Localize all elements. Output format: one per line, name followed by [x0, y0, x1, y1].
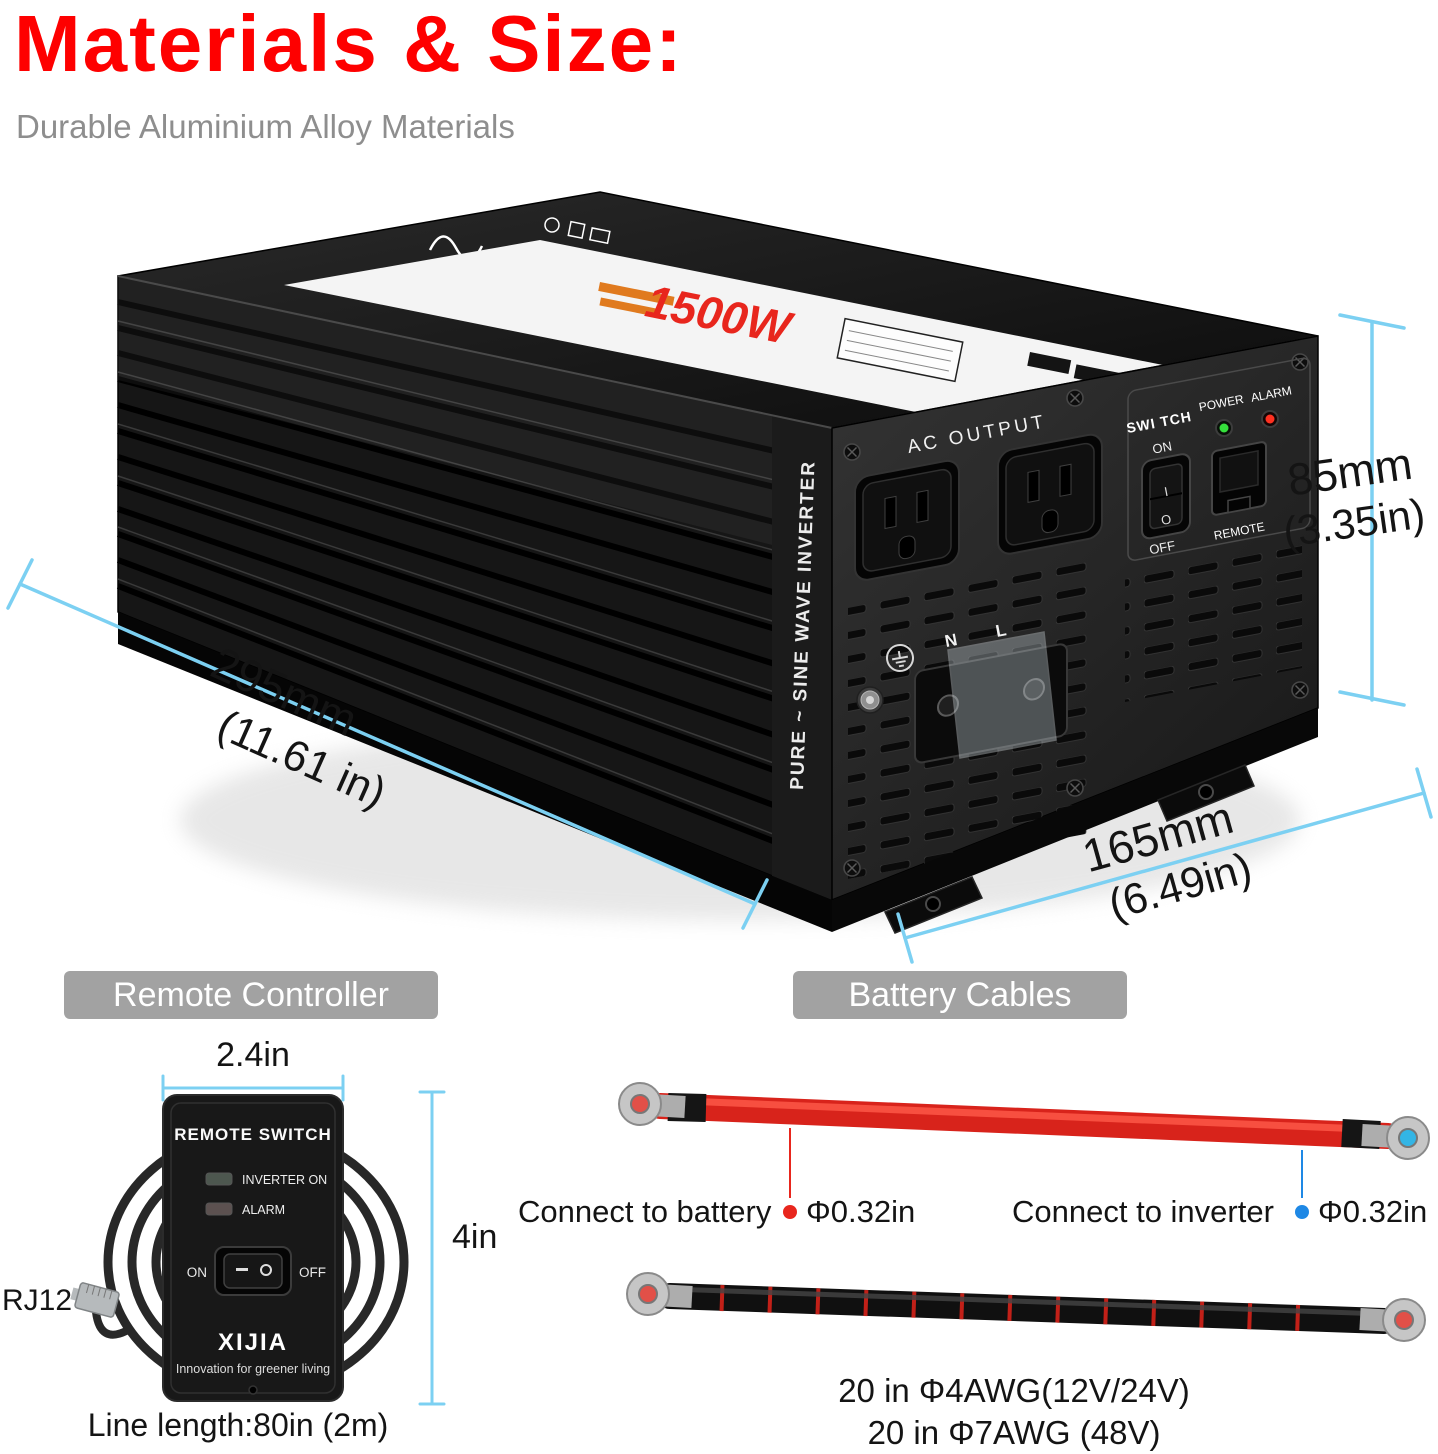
remote-height-dimension [418, 1090, 446, 1406]
ground-stud [856, 686, 884, 714]
rocker-switch [1141, 453, 1191, 540]
ring-terminal-inverter-end [1386, 1116, 1430, 1160]
remote-switch-device: REMOTE SWITCH INVERTER ON ALARM ON OFF X… [162, 1094, 344, 1402]
vent-field-right [1125, 541, 1302, 702]
dimension-height [1338, 313, 1406, 707]
screw-icon [843, 859, 861, 877]
switch-off-label: OFF [1148, 538, 1176, 558]
alarm-led-chip-label: ALARM [242, 1203, 285, 1217]
ac-outlet-1 [854, 459, 960, 581]
live-label: L [994, 620, 1008, 641]
page-title: Materials & Size: [14, 0, 684, 88]
stripe-fine-print [598, 282, 675, 318]
cable-spec-line1: 20 in Φ4AWG(12V/24V) [838, 1372, 1190, 1409]
terminal-block [914, 643, 1068, 764]
spec-sticker [836, 317, 964, 383]
certification-icons [544, 217, 611, 245]
remote-port [1211, 441, 1267, 516]
screw-icon [1066, 779, 1084, 797]
front-panel: AC OUTPUT [831, 335, 1319, 902]
remote-tagline: Innovation for greener living [176, 1362, 330, 1376]
ground-icon [886, 644, 914, 672]
connect-battery-label: Connect to battery [518, 1194, 772, 1229]
rocker-off-mark: O [1160, 511, 1173, 528]
red-dot-icon [783, 1205, 797, 1219]
remote-brand: XIJIA [218, 1329, 288, 1356]
ring-terminal-left [626, 1272, 670, 1316]
line-length-label: Line length:80in (2m) [88, 1407, 389, 1443]
power-led [1215, 419, 1233, 437]
battery-diameter-label: Φ0.32in [806, 1194, 915, 1229]
cable-end-labels: Connect to battery Φ0.32in Connect to in… [518, 1194, 1427, 1229]
rocker-on-mark: I [1163, 484, 1169, 499]
remote-mic-hole [248, 1385, 258, 1395]
battery-cables-title: Battery Cables [849, 976, 1072, 1014]
screw-icon [1291, 353, 1309, 371]
page-subtitle: Durable Aluminium Alloy Materials [16, 108, 515, 145]
ring-terminal-battery-end [618, 1082, 662, 1126]
switch-on-label: ON [1151, 438, 1173, 456]
switch-cluster-frame [1127, 357, 1311, 561]
remote-width-label: 2.4in [216, 1036, 290, 1074]
remote-on-label: ON [187, 1265, 207, 1280]
remote-controller-title: Remote Controller [113, 976, 389, 1014]
inverter-illustration: PURE ~ SINE WAVE INVERTER 1500W [116, 191, 1319, 934]
blue-dot-icon [1295, 1205, 1309, 1219]
connect-inverter-label: Connect to inverter [1012, 1194, 1274, 1229]
screw-icon [843, 443, 861, 461]
inverter-diameter-label: Φ0.32in [1318, 1194, 1427, 1229]
ring-terminal-right [1382, 1298, 1426, 1342]
neutral-label: N [943, 630, 959, 651]
terminal-cover [947, 631, 1057, 759]
remote-off-label: OFF [299, 1265, 326, 1280]
cable-spec-line2: 20 in Φ7AWG (48V) [868, 1414, 1161, 1451]
inverter-on-led-label: INVERTER ON [242, 1173, 327, 1187]
screw-icon [1066, 389, 1084, 407]
dimension-length [6, 558, 769, 930]
alarm-led [1261, 410, 1279, 428]
battery-cables-header: Battery Cables [793, 971, 1127, 1019]
rj12-label: RJ12 [2, 1284, 72, 1317]
cable-spec-labels: 20 in Φ4AWG(12V/24V) 20 in Φ7AWG (48V) [838, 1372, 1190, 1451]
screw-icon [1291, 681, 1309, 699]
alarm-led-chip [205, 1202, 233, 1216]
rj12-connector [70, 1282, 120, 1318]
left-face-ribs [116, 275, 834, 902]
dimension-annotations [6, 313, 1433, 964]
black-battery-cable [626, 1272, 1426, 1342]
remote-width-dimension [161, 1074, 345, 1102]
remote-controller-header: Remote Controller [64, 971, 438, 1019]
remote-height-label: 4in [452, 1218, 497, 1256]
dimension-depth [896, 767, 1433, 964]
red-battery-cable [618, 1082, 1430, 1198]
remote-rocker-switch [214, 1246, 292, 1296]
remote-controller-figure: 2.4in 4in [2, 1036, 497, 1443]
inverter-top-face: 1500W [117, 191, 1319, 429]
remote-panel-title: REMOTE SWITCH [174, 1125, 332, 1144]
mounting-flange [118, 612, 1318, 934]
inverter-on-led [205, 1172, 233, 1186]
ac-outlet-2 [997, 433, 1103, 555]
